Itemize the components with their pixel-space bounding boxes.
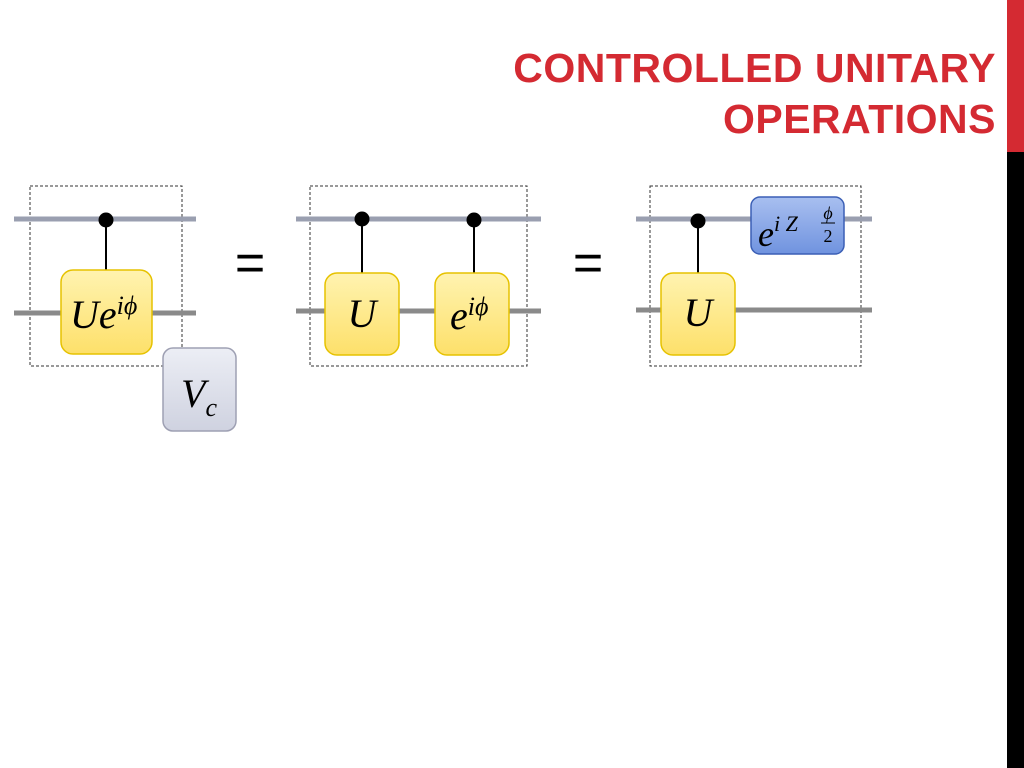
circuit-2-control-dot-2	[466, 212, 482, 228]
circuit-3: U ei Z ϕ 2	[636, 185, 872, 367]
circuit-3-gate	[660, 272, 736, 356]
circuit-2-control-dot-1	[354, 211, 370, 227]
sidebar-accent-bar	[1007, 0, 1024, 152]
circuit-3-control-dot	[690, 213, 706, 229]
circuit-1-gate-label: Ueiϕ	[70, 291, 137, 337]
circuit-1-boundary	[29, 185, 183, 367]
circuit-1-control-dot	[98, 212, 114, 228]
circuit-2-gate-1	[324, 272, 400, 356]
equals-sign-2: =	[573, 234, 603, 292]
phase-gate-box	[750, 196, 845, 255]
sidebar-dark-bar	[1007, 152, 1024, 768]
vc-operator-label: Vc	[181, 371, 217, 422]
slide-title-line-2: OPERATIONS	[722, 96, 996, 142]
vc-operator-box	[162, 347, 237, 432]
circuit-1-gate	[60, 269, 153, 355]
circuit-2-boundary	[309, 185, 528, 367]
circuit-2: U eiϕ	[296, 185, 541, 367]
circuit-2-gate-2-label: eiϕ	[450, 292, 488, 338]
slide-title: CONTROLLED UNITARY OPERATIONS	[513, 43, 996, 145]
phase-gate-fraction-denominator: 2	[824, 226, 833, 246]
equals-sign-1: =	[235, 234, 265, 292]
circuit-2-gate-1-label: U	[348, 291, 380, 336]
circuit-diagram: Ueiϕ Vc = U eiϕ = U ei Z ϕ 2	[14, 185, 872, 432]
phase-gate-fraction-numerator: ϕ	[823, 203, 832, 223]
slide-title-line-1: CONTROLLED UNITARY	[513, 45, 996, 91]
circuit-3-boundary	[649, 185, 862, 367]
circuit-3-gate-label: U	[684, 290, 716, 335]
phase-gate-label: ei Z	[758, 211, 799, 254]
circuit-2-gate-2	[434, 272, 510, 356]
circuit-1: Ueiϕ Vc	[14, 185, 237, 432]
